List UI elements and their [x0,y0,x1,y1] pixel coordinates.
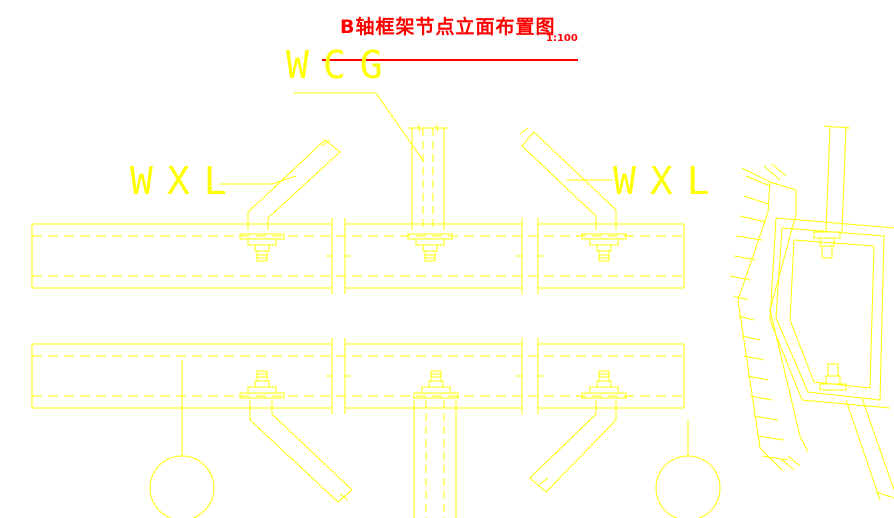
lower-bolt-center [413,370,459,399]
label-wxl-left: WXL [130,159,241,203]
upper-left-brace [247,139,341,230]
leader-wxl-left [220,175,297,185]
label-wxl-right: WXL [613,159,724,203]
lower-vertical-member [413,400,457,518]
upper-bolt-center [407,233,453,262]
side-section-detail [729,125,894,501]
lower-bolt-right [581,370,627,399]
lower-bolt-left [239,370,285,399]
label-wcg: WCG [286,43,397,87]
leader-wcg [294,92,425,163]
upper-vertical-member [408,123,448,230]
lower-right-brace [529,400,617,493]
upper-beam [31,218,685,294]
lower-beam [31,338,685,414]
grid-bubble-right [655,420,721,518]
upper-right-brace [519,127,617,230]
drawing-title: B轴框架节点立面布置图 [340,16,556,38]
lower-left-brace [249,400,353,503]
drawing-scale: 1:100 [546,33,578,44]
grid-bubble-left [149,360,215,518]
upper-bolt-left [239,233,285,262]
upper-bolt-right [581,233,627,262]
